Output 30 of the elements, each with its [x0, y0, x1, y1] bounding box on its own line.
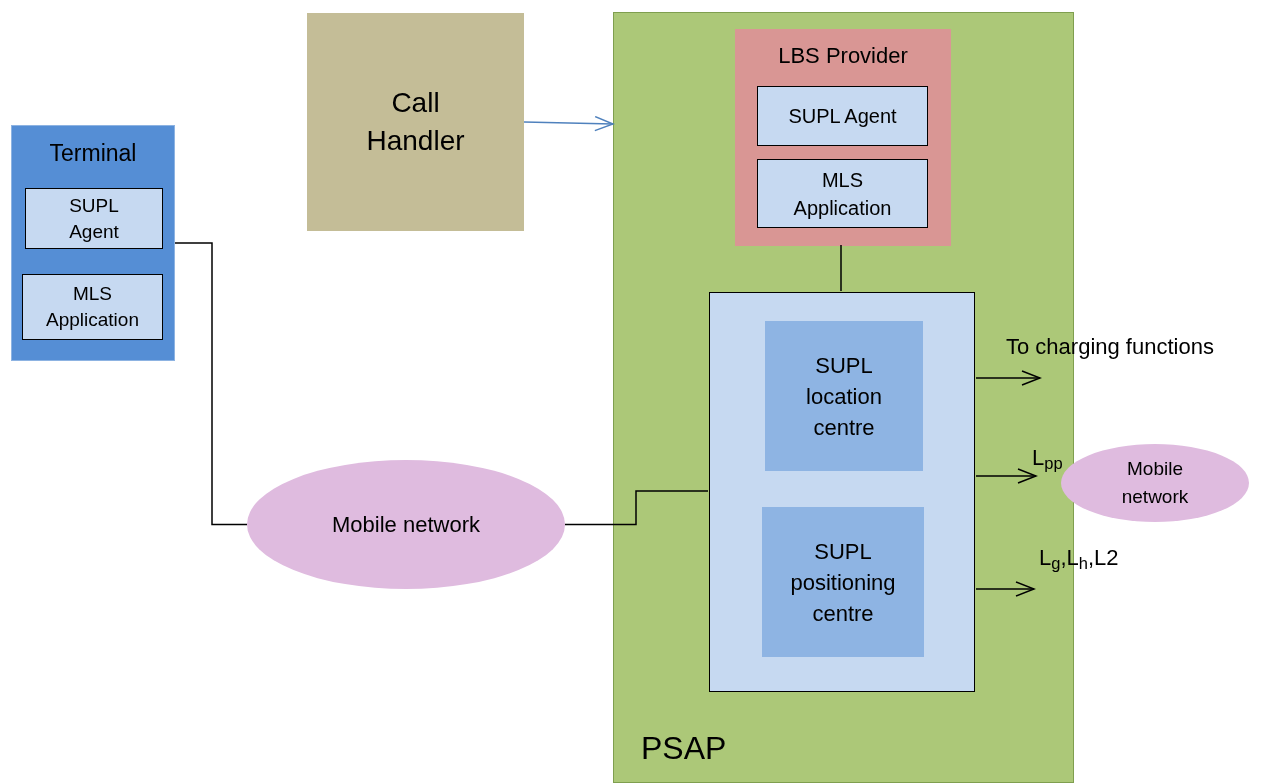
arrow: [523, 115, 614, 132]
component-box: [765, 321, 923, 471]
ellipse-label: Mobile network: [1120, 457, 1190, 509]
connector-line: [174, 242, 248, 526]
box-label: SUPL location centre: [805, 351, 883, 442]
arrow: [975, 370, 1041, 386]
call-handler-box: [307, 13, 524, 231]
connector-line: [564, 490, 709, 526]
panel-title: LBS Provider: [778, 42, 908, 70]
terminal-panel: [11, 125, 175, 361]
arrow: [975, 581, 1035, 597]
component-box: [762, 507, 924, 657]
panel-title: Terminal: [49, 139, 137, 168]
lbs-provider-panel: [735, 29, 951, 246]
box-label: SUPL Agent: [788, 104, 897, 129]
component-box: [757, 86, 928, 146]
component-box: [22, 274, 163, 340]
box-label: SUPL Agent: [68, 193, 120, 244]
box-label: SUPL positioning centre: [789, 537, 897, 628]
component-box: [757, 159, 928, 228]
box-label: MLS Application: [45, 282, 140, 332]
ellipse-label: Mobile network: [332, 511, 480, 539]
panel-title: PSAP: [641, 729, 728, 768]
connector-line: [840, 244, 842, 292]
arrow: [975, 468, 1037, 484]
box-label: Call Handler: [365, 86, 466, 158]
box-label: MLS Application: [792, 167, 893, 221]
edge-label: L$_{pp}$: [1032, 444, 1063, 474]
component-box: [25, 188, 163, 249]
container-box: [709, 292, 975, 692]
